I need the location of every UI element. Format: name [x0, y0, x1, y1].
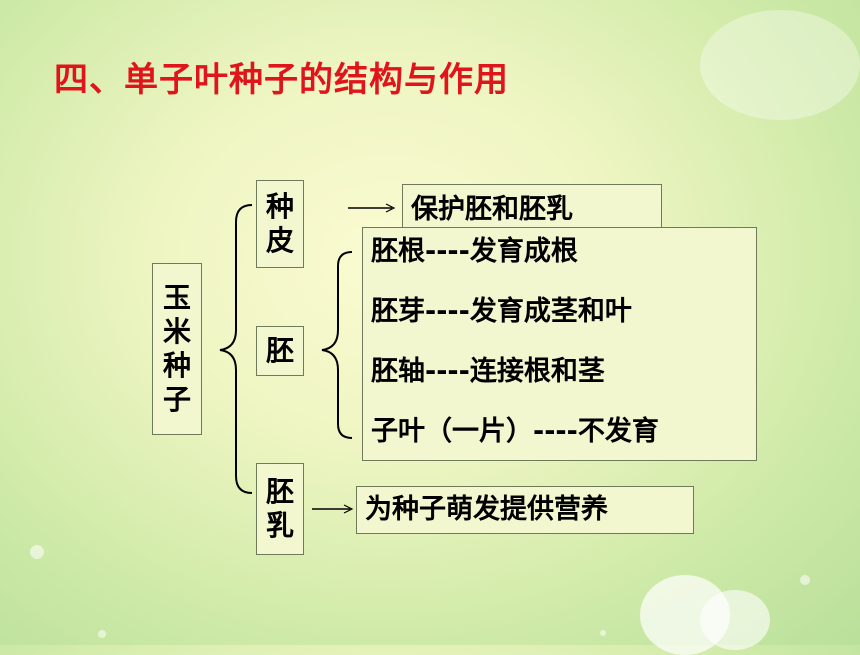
embryo-part-item: 子叶（一片）----不发育 [371, 416, 659, 447]
embryo-part-item: 胚轴----连接根和茎 [371, 356, 605, 387]
embryo-box: 胚 [256, 326, 304, 376]
endosperm-function-box: 为种子萌发提供营养 [356, 486, 694, 534]
root-brace [219, 204, 253, 494]
corn-seed-char: 玉 [162, 281, 191, 314]
endosperm-box: 胚 乳 [256, 463, 304, 555]
background-bubble [700, 10, 860, 120]
background-bubble [800, 575, 810, 585]
corn-seed-box: 玉 米 种 子 [152, 263, 202, 435]
embryo-parts-box: 胚根----发育成根 胚芽----发育成茎和叶 胚轴----连接根和茎 子叶（一… [362, 227, 757, 461]
endosperm-char: 乳 [265, 509, 294, 542]
embryo-brace [321, 251, 353, 439]
corn-seed-char: 子 [162, 383, 191, 416]
background-bubble [700, 590, 770, 650]
seed-coat-char: 种 [265, 190, 294, 223]
background-bubble [98, 630, 106, 638]
background-bubble [30, 545, 44, 559]
endosperm-char: 胚 [265, 475, 294, 508]
embryo-part-item: 胚芽----发育成茎和叶 [371, 296, 632, 327]
background-bubble [600, 630, 606, 636]
seed-coat-arrow [348, 203, 396, 213]
corn-seed-char: 种 [162, 349, 191, 382]
seed-coat-box: 种 皮 [256, 180, 304, 268]
corn-seed-char: 米 [162, 315, 191, 348]
endosperm-arrow [312, 504, 354, 514]
seed-coat-char: 皮 [265, 224, 294, 257]
page-title: 四、单子叶种子的结构与作用 [54, 60, 509, 100]
embryo-part-item: 胚根----发育成根 [371, 236, 578, 267]
embryo-char: 胚 [265, 334, 294, 367]
